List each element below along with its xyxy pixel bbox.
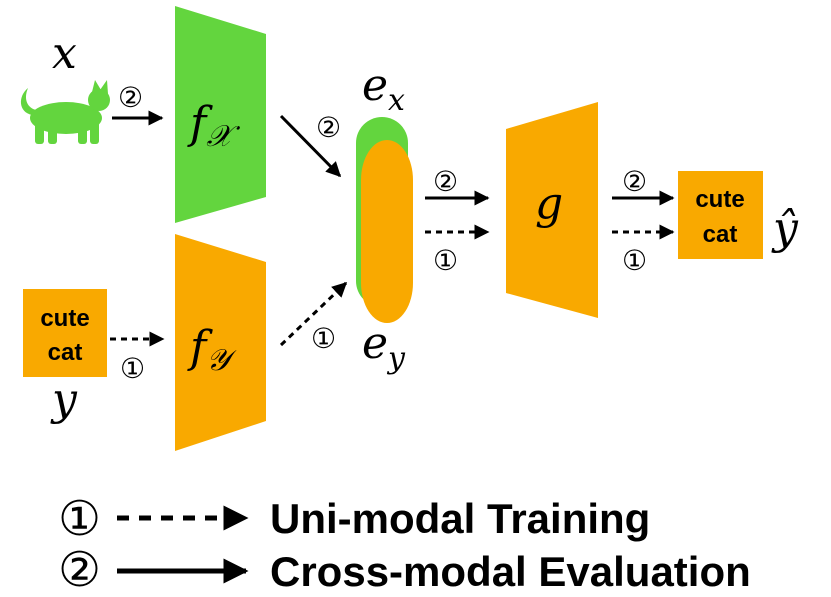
legend: ① Uni-modal Training ② Cross-modal Evalu… bbox=[58, 491, 751, 597]
legend-marker-one: ① bbox=[58, 491, 101, 547]
marker-two-input-x: ② bbox=[118, 81, 143, 114]
encoder-fy-shape bbox=[175, 234, 266, 451]
arrow-fy-to-embedding bbox=[279, 281, 348, 347]
legend-label-uni-modal: Uni-modal Training bbox=[270, 495, 650, 542]
cat-silhouette-icon bbox=[20, 80, 110, 144]
input-text-line2: cat bbox=[48, 339, 83, 366]
output-text-line2: cat bbox=[703, 221, 738, 248]
decoder-g-label: g bbox=[535, 178, 563, 229]
marker-one-embedding-g: ① bbox=[433, 244, 458, 277]
x-label: x bbox=[52, 28, 77, 79]
marker-two-fx-embedding: ② bbox=[316, 111, 341, 144]
embedding-ex-label: ex bbox=[362, 60, 405, 118]
y-hat-label: ŷ bbox=[771, 203, 799, 254]
input-text-line1: cute bbox=[40, 305, 89, 332]
arrow-fx-to-embedding bbox=[279, 114, 342, 178]
output-text-box bbox=[678, 171, 763, 259]
output-text-line1: cute bbox=[695, 186, 744, 213]
embedding-ey-shape bbox=[361, 140, 413, 323]
decoder-g-shape bbox=[506, 102, 598, 318]
marker-one-fy-embedding: ① bbox=[311, 322, 336, 355]
marker-two-g-output: ② bbox=[622, 165, 647, 198]
embedding-ey-label: ey bbox=[362, 318, 406, 376]
marker-one-input-y: ① bbox=[120, 352, 145, 385]
y-label: y bbox=[50, 374, 78, 425]
legend-label-cross-modal: Cross-modal Evaluation bbox=[270, 548, 751, 595]
legend-marker-two: ② bbox=[58, 542, 101, 597]
marker-two-embedding-g: ② bbox=[433, 165, 458, 198]
marker-one-g-output: ① bbox=[622, 244, 647, 277]
encoder-fx-shape bbox=[175, 6, 266, 223]
input-text-box bbox=[23, 289, 107, 377]
